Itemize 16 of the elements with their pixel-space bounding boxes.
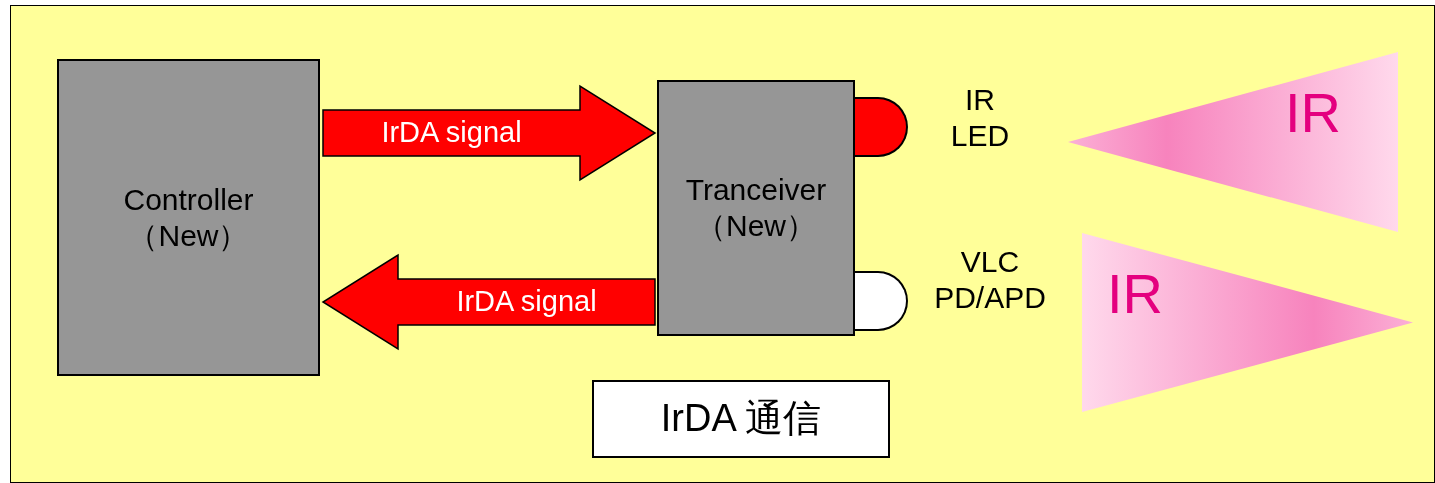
- block-arrow: [321, 253, 656, 351]
- box-label: Tranceiver （New）: [684, 172, 828, 244]
- component-label: VLC PD/APD: [933, 244, 1047, 316]
- light-beam: [1068, 52, 1398, 232]
- box-label: Controller （New）: [122, 181, 255, 254]
- component-label: IR LED: [949, 82, 1011, 154]
- beam-label: IR: [1106, 266, 1164, 322]
- beam-label: IR: [1284, 85, 1342, 141]
- box-label: IrDA 通信: [660, 396, 822, 442]
- block-arrow: [322, 84, 657, 182]
- edge-label: IrDA signal: [455, 284, 598, 319]
- caption-box: [592, 380, 890, 458]
- edge-label: IrDA signal: [380, 115, 523, 150]
- component-box: [657, 80, 855, 336]
- component-box: [57, 59, 320, 376]
- light-beam: [1082, 233, 1413, 412]
